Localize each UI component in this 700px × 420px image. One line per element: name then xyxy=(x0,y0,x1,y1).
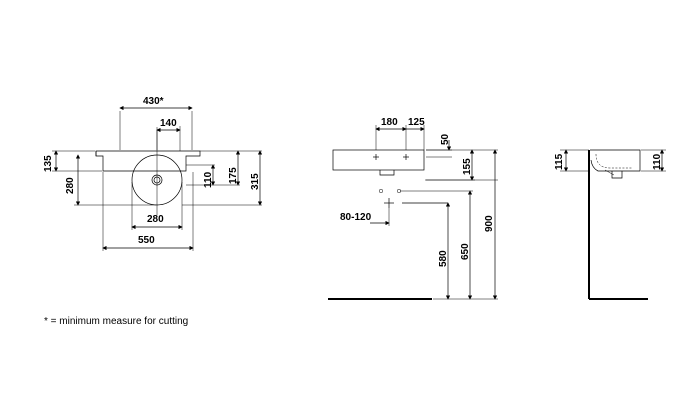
dim-115: 115 xyxy=(554,153,565,170)
dim-80-120: 80-120 xyxy=(340,212,372,223)
dim-315: 315 xyxy=(250,173,261,190)
dim-125: 125 xyxy=(408,117,425,128)
top-view: 430* 140 135 280 110 175 315 280 xyxy=(43,96,263,251)
waste-connection-icon xyxy=(384,198,394,208)
dim-650: 650 xyxy=(460,243,471,260)
dim-110-side: 110 xyxy=(652,153,663,170)
dim-175: 175 xyxy=(228,167,239,184)
footnote-minimum-measure: * = minimum measure for cutting xyxy=(44,316,189,327)
side-view: 115 110 xyxy=(554,149,666,300)
basin-outline-front xyxy=(332,149,425,171)
dim-155: 155 xyxy=(462,158,473,175)
dim-280-horizontal: 280 xyxy=(147,214,164,225)
dim-900: 900 xyxy=(484,215,495,232)
tap-hole-icon xyxy=(373,154,379,160)
dim-135: 135 xyxy=(43,155,54,172)
dim-50: 50 xyxy=(440,133,451,145)
dim-140: 140 xyxy=(160,118,177,129)
dim-280-vertical: 280 xyxy=(65,177,76,194)
dim-550: 550 xyxy=(138,235,155,246)
basin-outline-top xyxy=(95,150,201,172)
front-view: 180 125 50 155 80-120 580 650 900 xyxy=(328,117,498,300)
dim-430: 430* xyxy=(143,96,164,107)
dim-580: 580 xyxy=(438,250,449,267)
dim-180: 180 xyxy=(381,117,398,128)
basin-outline-side xyxy=(590,149,641,172)
tap-hole-icon xyxy=(403,154,409,160)
dim-110: 110 xyxy=(203,171,214,188)
